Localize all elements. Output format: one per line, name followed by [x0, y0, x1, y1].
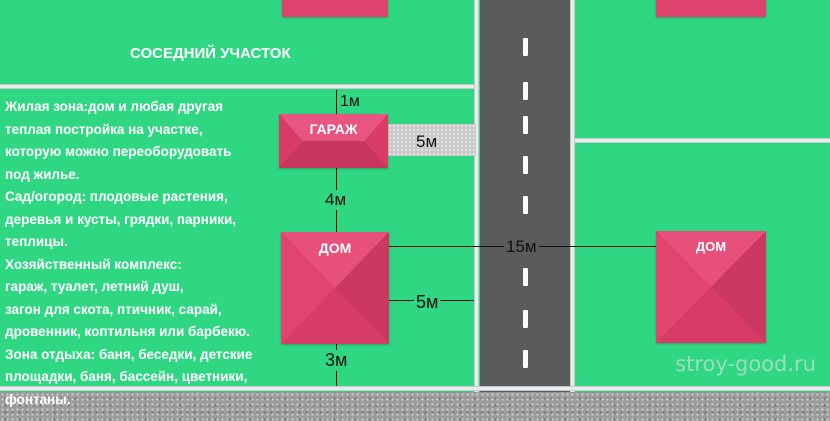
- fence-neighbor-right: [575, 138, 830, 143]
- road: [480, 0, 570, 392]
- fence-road-right: [570, 0, 575, 392]
- gravel-sidewalk: [0, 392, 830, 421]
- dimension-garage-driveway: 5м: [416, 132, 438, 151]
- garage-driveway: [388, 124, 476, 156]
- neighbor-roof-left: [282, 0, 388, 17]
- house-label: ДОМ: [318, 240, 352, 256]
- road-marking: [523, 116, 528, 134]
- road-marking: [523, 350, 528, 368]
- zones-line: дровенник, коптильня или барбекю.: [5, 324, 251, 339]
- zones-line: Сад/огород: плодовые растения,: [5, 189, 228, 204]
- road-marking: [523, 268, 528, 286]
- watermark: stroy-good.ru: [675, 352, 816, 376]
- zones-line: Хозяйственный комплекс:: [5, 256, 182, 272]
- zones-line: Зона отдыха: баня, беседки, детские: [5, 346, 253, 362]
- zones-line: теплицы.: [5, 234, 68, 249]
- zones-line: под жилье.: [5, 166, 80, 182]
- road-marking: [523, 38, 528, 56]
- road-marking: [523, 156, 528, 174]
- neighbor-house-roof: ДОМ: [656, 231, 766, 343]
- house-roof: ДОМ: [281, 232, 389, 344]
- road-marking: [523, 82, 528, 100]
- garage-roof-facets: [279, 114, 388, 168]
- neighbor-roof-right: [656, 0, 766, 17]
- dimension-house-road: 5м: [414, 292, 441, 313]
- dimension-house-neighbor-house: 15м: [504, 237, 539, 257]
- neighbor-house-roof-facets: [656, 231, 766, 343]
- zones-line: площадки, баня, бассейн, цветники,: [5, 369, 248, 384]
- house-roof-facets: [281, 232, 389, 344]
- garage-label: ГАРАЖ: [309, 121, 358, 137]
- dimension-house-fence: 3м: [324, 350, 349, 371]
- neighbor-plot-label: СОСЕДНИЙ УЧАСТОК: [130, 45, 291, 62]
- dimension-line-garage-neighbor: [336, 90, 337, 114]
- road-marking: [523, 310, 528, 328]
- zones-line: Жилая зона:дом и любая другая: [5, 99, 223, 114]
- fence-road-left: [474, 0, 479, 392]
- zones-line: фонтаны.: [5, 391, 71, 407]
- zones-line: которую можно переоборудовать: [5, 144, 232, 159]
- road-marking: [523, 196, 528, 214]
- zones-line: деревья и кусты, грядки, парники,: [5, 211, 237, 227]
- neighbor-house-label: ДОМ: [695, 239, 727, 254]
- garage-roof: ГАРАЖ: [279, 114, 388, 168]
- fence-bottom: [0, 386, 830, 391]
- dimension-garage-neighbor: 1м: [340, 93, 360, 110]
- fence-neighbor-left: [0, 84, 474, 89]
- zones-line: гараж, туалет, летний душ,: [5, 279, 184, 294]
- zones-description: Жилая зона:дом и любая другая теплая пос…: [5, 96, 273, 411]
- dimension-garage-house: 4м: [324, 190, 348, 210]
- zones-line: загон для скота, птичник, сарай,: [5, 301, 222, 317]
- zones-line: теплая постройка на участке,: [5, 121, 203, 137]
